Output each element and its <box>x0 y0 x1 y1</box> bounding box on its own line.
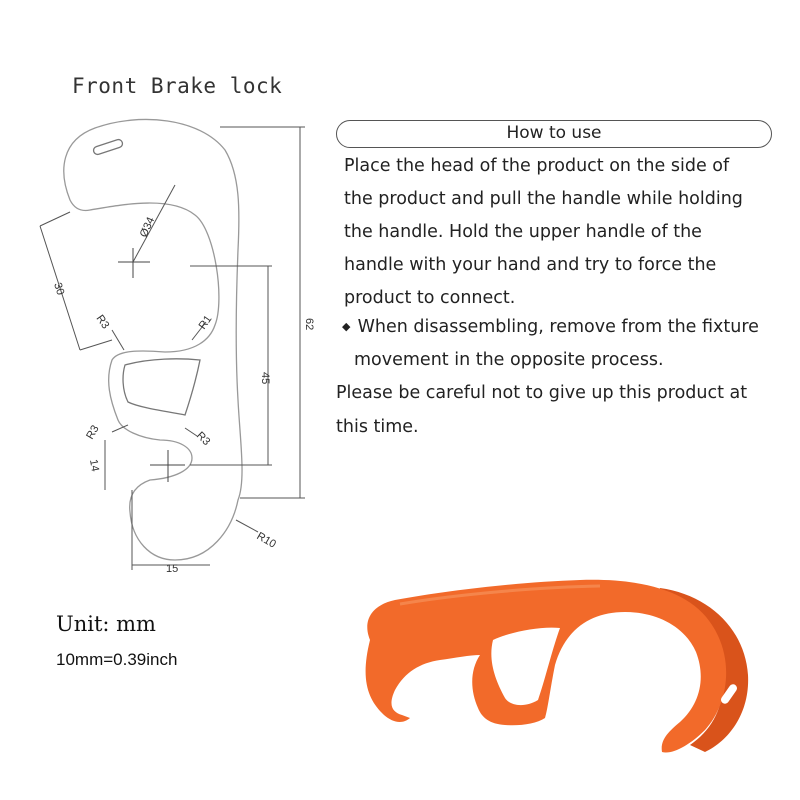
bullet-text: When disassembling, remove from the fixt… <box>357 317 759 337</box>
leader-r3c <box>184 427 198 437</box>
instruction-line: Place the head of the product on the sid… <box>344 156 730 176</box>
dim-label-14: 14 <box>87 458 101 472</box>
bullet-text-continued: movement in the opposite process. <box>354 350 664 370</box>
product-back-arm <box>655 588 749 752</box>
dim-label-30: 30 <box>51 281 66 296</box>
instruction-line: the handle. Hold the upper handle of the <box>344 222 702 242</box>
leader-r3b <box>111 424 129 433</box>
dim-line-30 <box>39 225 81 351</box>
instruction-line: handle with your hand and try to force t… <box>344 255 717 275</box>
page-title: Front Brake lock <box>72 74 283 98</box>
product-slot <box>720 684 738 704</box>
dim-label-62: 62 <box>303 318 315 330</box>
how-to-use-title: How to use <box>506 123 602 143</box>
leader-r1 <box>191 321 207 341</box>
bullet-diamond-icon: ◆ <box>342 320 351 333</box>
drawing-outline <box>63 118 243 561</box>
conversion-label: 10mm=0.39inch <box>56 650 178 669</box>
how-to-use-header: How to use <box>336 120 772 148</box>
drawing-slot <box>92 138 124 156</box>
product-cutout <box>491 627 560 706</box>
drawing-inner-cut <box>122 358 201 416</box>
leader-r10 <box>235 519 259 533</box>
dim-line-d34 <box>132 184 176 263</box>
instruction-line: product to connect. <box>344 288 516 308</box>
leader-r3a <box>111 329 125 351</box>
note-line: this time. <box>336 417 419 437</box>
note-line: Please be careful not to give up this pr… <box>336 383 748 403</box>
instruction-line: the product and pull the handle while ho… <box>344 189 743 209</box>
dim-label-45: 45 <box>259 372 271 384</box>
unit-label: Unit: mm <box>56 612 156 636</box>
bullet-line: ◆ When disassembling, remove from the fi… <box>342 317 759 337</box>
dim-label-15: 15 <box>166 563 178 575</box>
